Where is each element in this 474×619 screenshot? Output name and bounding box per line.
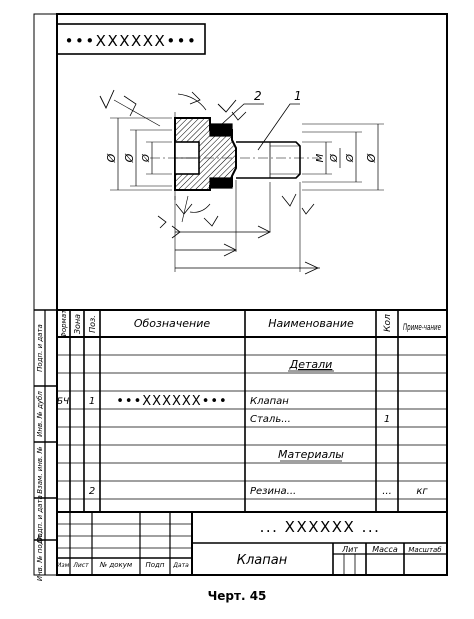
row1-designation: •••XXXXXX••• [116, 394, 227, 409]
section-materials: Материалы [278, 448, 344, 461]
spec-table-grid [57, 309, 447, 512]
spec-header-format: Формат [60, 309, 68, 338]
title-header-scale: Масштаб [408, 546, 442, 554]
row1-format: БЧ [57, 397, 69, 407]
spec-header-pos: Поз. [88, 315, 97, 333]
top-stamp-text: •••XXXXXX••• [65, 32, 198, 50]
callout-2: 2 [254, 89, 262, 103]
row3-note: кг [416, 486, 428, 497]
title-col-list: Лист [72, 562, 89, 569]
dim-m-thread: M [315, 153, 326, 162]
side-label-vzam: Взам. инв. № [36, 446, 44, 494]
row3-qty: ... [382, 486, 392, 497]
row2-name: Сталь... [250, 414, 291, 425]
dim-phi-right-3: Ø [365, 153, 378, 163]
title-header-lit: Лит [341, 545, 358, 554]
title-col-data: Дата [172, 562, 189, 569]
left-margin-strip [34, 309, 57, 575]
spec-header-note: Приме-чание [403, 323, 441, 333]
row3-name: Резина... [250, 486, 296, 497]
row1-pos: 1 [89, 396, 95, 407]
callout-1: 1 [294, 89, 302, 103]
title-doc-code: ... XXXXXX ... [260, 518, 381, 536]
figure-caption: Черт. 45 [207, 589, 267, 603]
dim-phi-inner-left: Ø [140, 153, 152, 163]
rubber-ring-bottom [209, 177, 233, 189]
dim-phi-outer-left: Ø [105, 153, 118, 163]
title-col-podp: Подп [146, 561, 165, 569]
part-drawing [99, 89, 384, 275]
top-stamp-box [56, 23, 206, 55]
dim-phi-mid-left: Ø [123, 153, 136, 163]
spec-header-zone: Зона [73, 314, 82, 334]
dim-phi-right-1: Ø [328, 153, 340, 163]
valve-stem [236, 141, 301, 179]
side-label-inv-dubl: Инв. № дубл [36, 391, 44, 437]
dim-phi-right-2: Ø [344, 153, 356, 163]
title-part-name: Клапан [237, 553, 288, 568]
title-col-ndokum: № докум [99, 561, 133, 569]
row2-qty: 1 [384, 414, 390, 425]
rubber-ring-top [209, 123, 233, 137]
side-label-inv-podl: Инв. № подл. [36, 533, 44, 581]
side-label-podp-1: Подп. и дата [36, 324, 44, 372]
side-label-podp-2: Подп. и дата [36, 495, 44, 543]
row1-name: Клапан [250, 396, 289, 407]
title-block-grid [57, 511, 447, 575]
spec-header-name: Наименование [268, 317, 354, 330]
row3-pos: 2 [89, 486, 95, 497]
inner-frame [56, 13, 448, 576]
title-col-izm: Изм [57, 562, 70, 569]
title-header-mass: Масса [372, 545, 398, 554]
spec-header-qty: Кол [383, 314, 393, 332]
section-parts: Детали [289, 358, 333, 371]
spec-header-designation: Обозначение [134, 317, 211, 330]
